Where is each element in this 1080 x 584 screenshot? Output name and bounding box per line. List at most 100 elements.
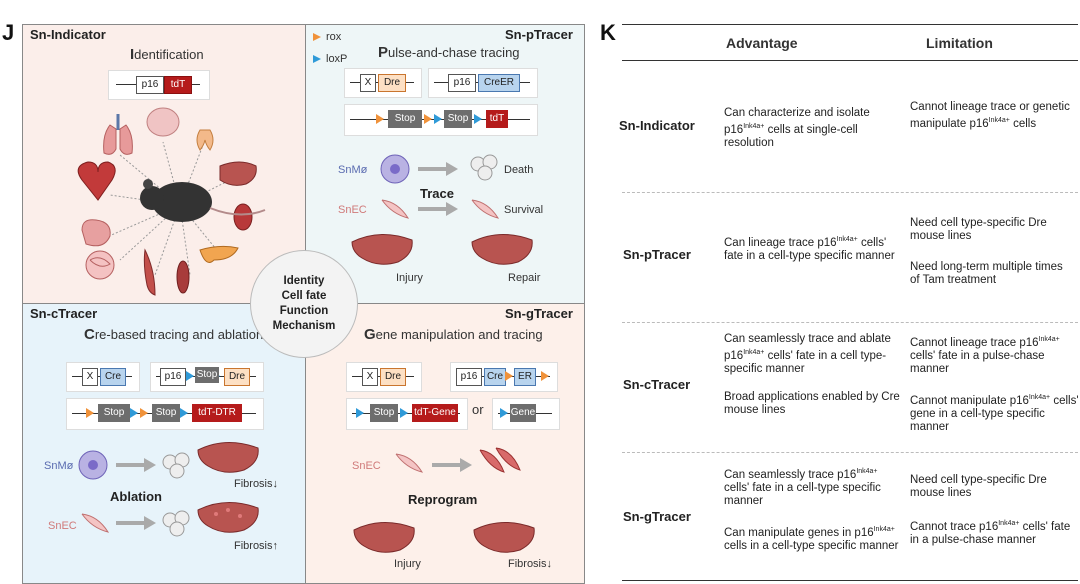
ctracer-dead-cell1-icon	[162, 452, 190, 479]
gtracer-fibrosis-label: Fibrosis↓	[508, 558, 552, 570]
row-indicator-lim-1: Cannot lineage trace or genetic manipula…	[910, 101, 1070, 130]
row-name-gtracer: Sn-gTracer	[623, 509, 691, 524]
ptracer-injury-label: Injury	[396, 272, 423, 284]
ctracer-stop1: Stop	[98, 404, 130, 422]
ctracer-snec-label: SnEC	[48, 520, 77, 532]
center-line-1: Identity	[283, 275, 325, 287]
row-gtracer-lim-2: Cannot trace p16Ink4a+ cells' fate in a …	[910, 520, 1071, 546]
row-ptracer-adv-1: Can lineage trace p16Ink4a+ cells' fate …	[724, 236, 895, 262]
indicator-tdt-box: tdT	[164, 76, 192, 94]
rox-icon	[313, 33, 321, 41]
ctracer-stop2: Stop	[152, 404, 180, 422]
ctracer-arrow1-icon	[116, 458, 156, 472]
ctracer-c3-sites	[86, 408, 188, 418]
ptracer-subtitle-first: P	[378, 44, 389, 61]
gtracer-stop: Stop	[370, 404, 398, 422]
up-arrow-icon: ↑	[272, 540, 279, 552]
gtracer-liver-injury-icon	[353, 522, 415, 553]
table-top-rule	[622, 24, 1078, 25]
ptracer-creer-box: CreER	[478, 74, 520, 92]
gtracer-snec-cell-icon	[395, 453, 424, 473]
row-divider-3	[622, 452, 1078, 453]
gtracer-liver-fibrosis-icon	[473, 522, 535, 553]
row-ctracer-adv-1: Can seamlessly trace and ablate p16Ink4a…	[724, 333, 891, 375]
gtracer-er-box: ER	[514, 368, 536, 386]
gtracer-subtitle-first: G	[364, 326, 376, 343]
gtracer-c3-sites	[356, 408, 408, 418]
ptracer-tdt: tdT	[486, 110, 508, 128]
col-limitation-header: Limitation	[926, 35, 993, 51]
row-name-ctracer: Sn-cTracer	[623, 377, 691, 392]
gtracer-reprogrammed-cell-icon	[479, 447, 521, 473]
ptracer-snec-cell-icon	[381, 199, 410, 219]
ctracer-fibrosis1-text: Fibrosis	[234, 478, 273, 490]
gtracer-injury-label: Injury	[394, 558, 421, 570]
ptracer-snec-label: SnEC	[338, 204, 367, 216]
ptracer-subtitle: Pulse-and-chase tracing	[378, 44, 520, 61]
gtracer-cre-box: Cre	[484, 368, 506, 386]
gtracer-snec-label: SnEC	[352, 460, 381, 472]
ptracer-stop1: Stop	[388, 110, 422, 128]
ptracer-trace-label: Trace	[420, 186, 454, 201]
ctracer-snmo-label: SnMø	[44, 460, 74, 472]
down-arrow-icon: ↓	[546, 558, 553, 570]
ptracer-snmo-label: SnMø	[338, 164, 368, 176]
panel-j-letter: J	[2, 20, 15, 45]
gtracer-gene: Gene	[510, 404, 536, 422]
table-bottom-rule	[622, 580, 1078, 581]
organ-illustration	[77, 107, 266, 296]
row-gtracer-adv-1: Can seamlessly trace p16Ink4a+ cells' fa…	[724, 468, 881, 507]
row-ctracer-lim-1: Cannot lineage trace p16Ink4a+ cells' fa…	[910, 336, 1060, 375]
ctracer-subtitle-first: C	[84, 326, 95, 343]
ctracer-subtitle-rest: re-based tracing and ablation	[94, 327, 264, 342]
ctracer-liver2-icon	[197, 502, 259, 533]
gtracer-x-box: X	[362, 368, 378, 386]
ctracer-arrow2-icon	[116, 516, 156, 530]
table-header-rule	[622, 60, 1078, 61]
ptracer-arrow1-icon	[418, 162, 458, 176]
center-line-4: Mechanism	[272, 320, 336, 332]
row-divider-1	[622, 192, 1078, 193]
ptracer-arrow2-icon	[418, 202, 458, 216]
ptracer-p16-box: p16	[448, 74, 476, 92]
ptracer-dead-cell-icon	[470, 154, 498, 181]
gtracer-c2-sites	[505, 371, 549, 381]
ptracer-c3-sites	[376, 114, 482, 124]
ctracer-ablation-label: Ablation	[110, 489, 162, 504]
row-ptracer-lim-1: Need cell type-specific Dre mouse lines	[910, 217, 1047, 242]
ctracer-fibrosis1-label: Fibrosis↓	[234, 478, 278, 490]
center-line-2: Cell fate	[281, 290, 327, 302]
row-gtracer-lim-1: Need cell type-specific Dre mouse lines	[910, 474, 1047, 499]
ptracer-x-box: X	[360, 74, 376, 92]
ctracer-title: Sn-cTracer	[30, 306, 98, 321]
ctracer-x-box: X	[82, 368, 98, 386]
row-ptracer-lim-2: Need long-term multiple times of Tam tre…	[910, 261, 1063, 286]
ptracer-stop2: Stop	[444, 110, 472, 128]
indicator-title: Sn-Indicator	[30, 27, 106, 42]
row-gtracer-adv-2: Can manipulate genes in p16Ink4a+ cells …	[724, 526, 899, 552]
ctracer-tdt-dtr: tdT-DTR	[192, 404, 242, 422]
center-line-3: Function	[279, 305, 329, 317]
down-arrow-icon: ↓	[272, 478, 279, 490]
row-ctracer-lim-2: Cannot manipulate p16Ink4a+ cells' gene …	[910, 394, 1079, 433]
quadrant-gtracer	[305, 303, 585, 584]
ctracer-dead-cell2-icon	[162, 510, 190, 537]
row-name-ptracer: Sn-pTracer	[623, 247, 691, 262]
ctracer-liver1-icon	[197, 442, 259, 473]
ptracer-repair-label: Repair	[508, 272, 541, 284]
gtracer-or-label: or	[472, 402, 484, 417]
ptracer-subtitle-rest: ulse-and-chase tracing	[388, 45, 520, 60]
gtracer-reprogram-label: Reprogram	[408, 492, 478, 507]
ctracer-dre-box: Dre	[224, 368, 250, 386]
center-circle: Identity Cell fate Function Mechanism	[250, 250, 358, 358]
row-indicator-adv-1: Can characterize and isolate p16Ink4a+ c…	[724, 107, 870, 149]
gtracer-c4-site	[500, 408, 508, 418]
ptracer-survival-label: Survival	[504, 204, 544, 216]
legend-rox-label: rox	[326, 31, 342, 43]
gtracer-fibrosis-text: Fibrosis	[508, 558, 547, 570]
ctracer-stop-c2: Stop	[195, 367, 219, 383]
gtracer-subtitle: Gene manipulation and tracing	[364, 326, 543, 343]
gtracer-c3-frame	[346, 398, 468, 430]
row-divider-2	[622, 322, 1078, 323]
gtracer-p16-box: p16	[456, 368, 482, 386]
